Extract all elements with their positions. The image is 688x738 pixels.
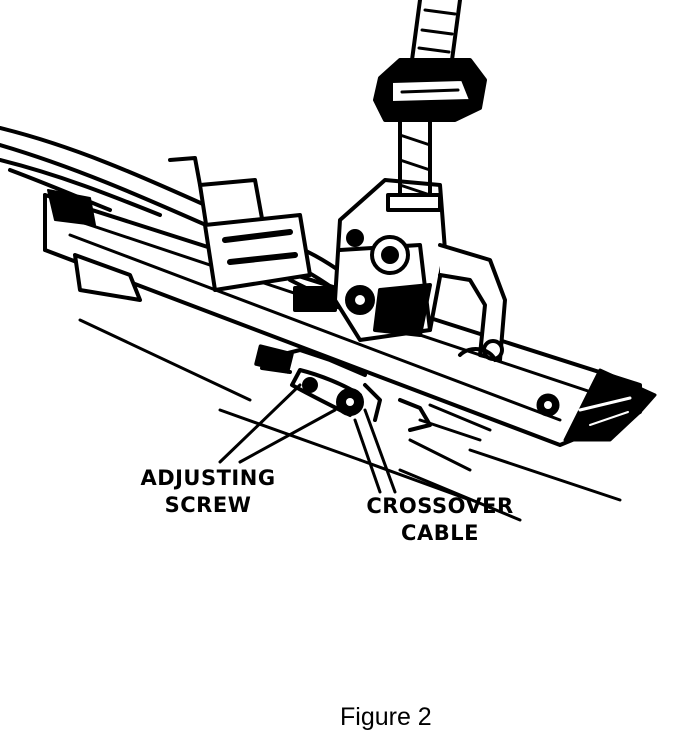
adjusting-screw-label: ADJUSTING SCREW bbox=[128, 465, 288, 519]
lever-mount bbox=[333, 178, 507, 362]
figure-caption: Figure 2 bbox=[340, 703, 432, 731]
shift-lever bbox=[373, 0, 487, 212]
adjusting-screw-label-line2: SCREW bbox=[164, 493, 252, 517]
base-rail bbox=[43, 189, 657, 447]
crossover-cable-label-line2: CABLE bbox=[401, 521, 479, 545]
crossover-cable-detail bbox=[254, 344, 497, 442]
crossover-cable-label-line1: CROSSOVER bbox=[366, 494, 514, 518]
crossover-cable-label: CROSSOVER CABLE bbox=[360, 493, 520, 547]
leader-lines bbox=[218, 383, 397, 494]
adjusting-screw-label-line1: ADJUSTING bbox=[140, 466, 276, 490]
linkage-block bbox=[168, 156, 337, 312]
